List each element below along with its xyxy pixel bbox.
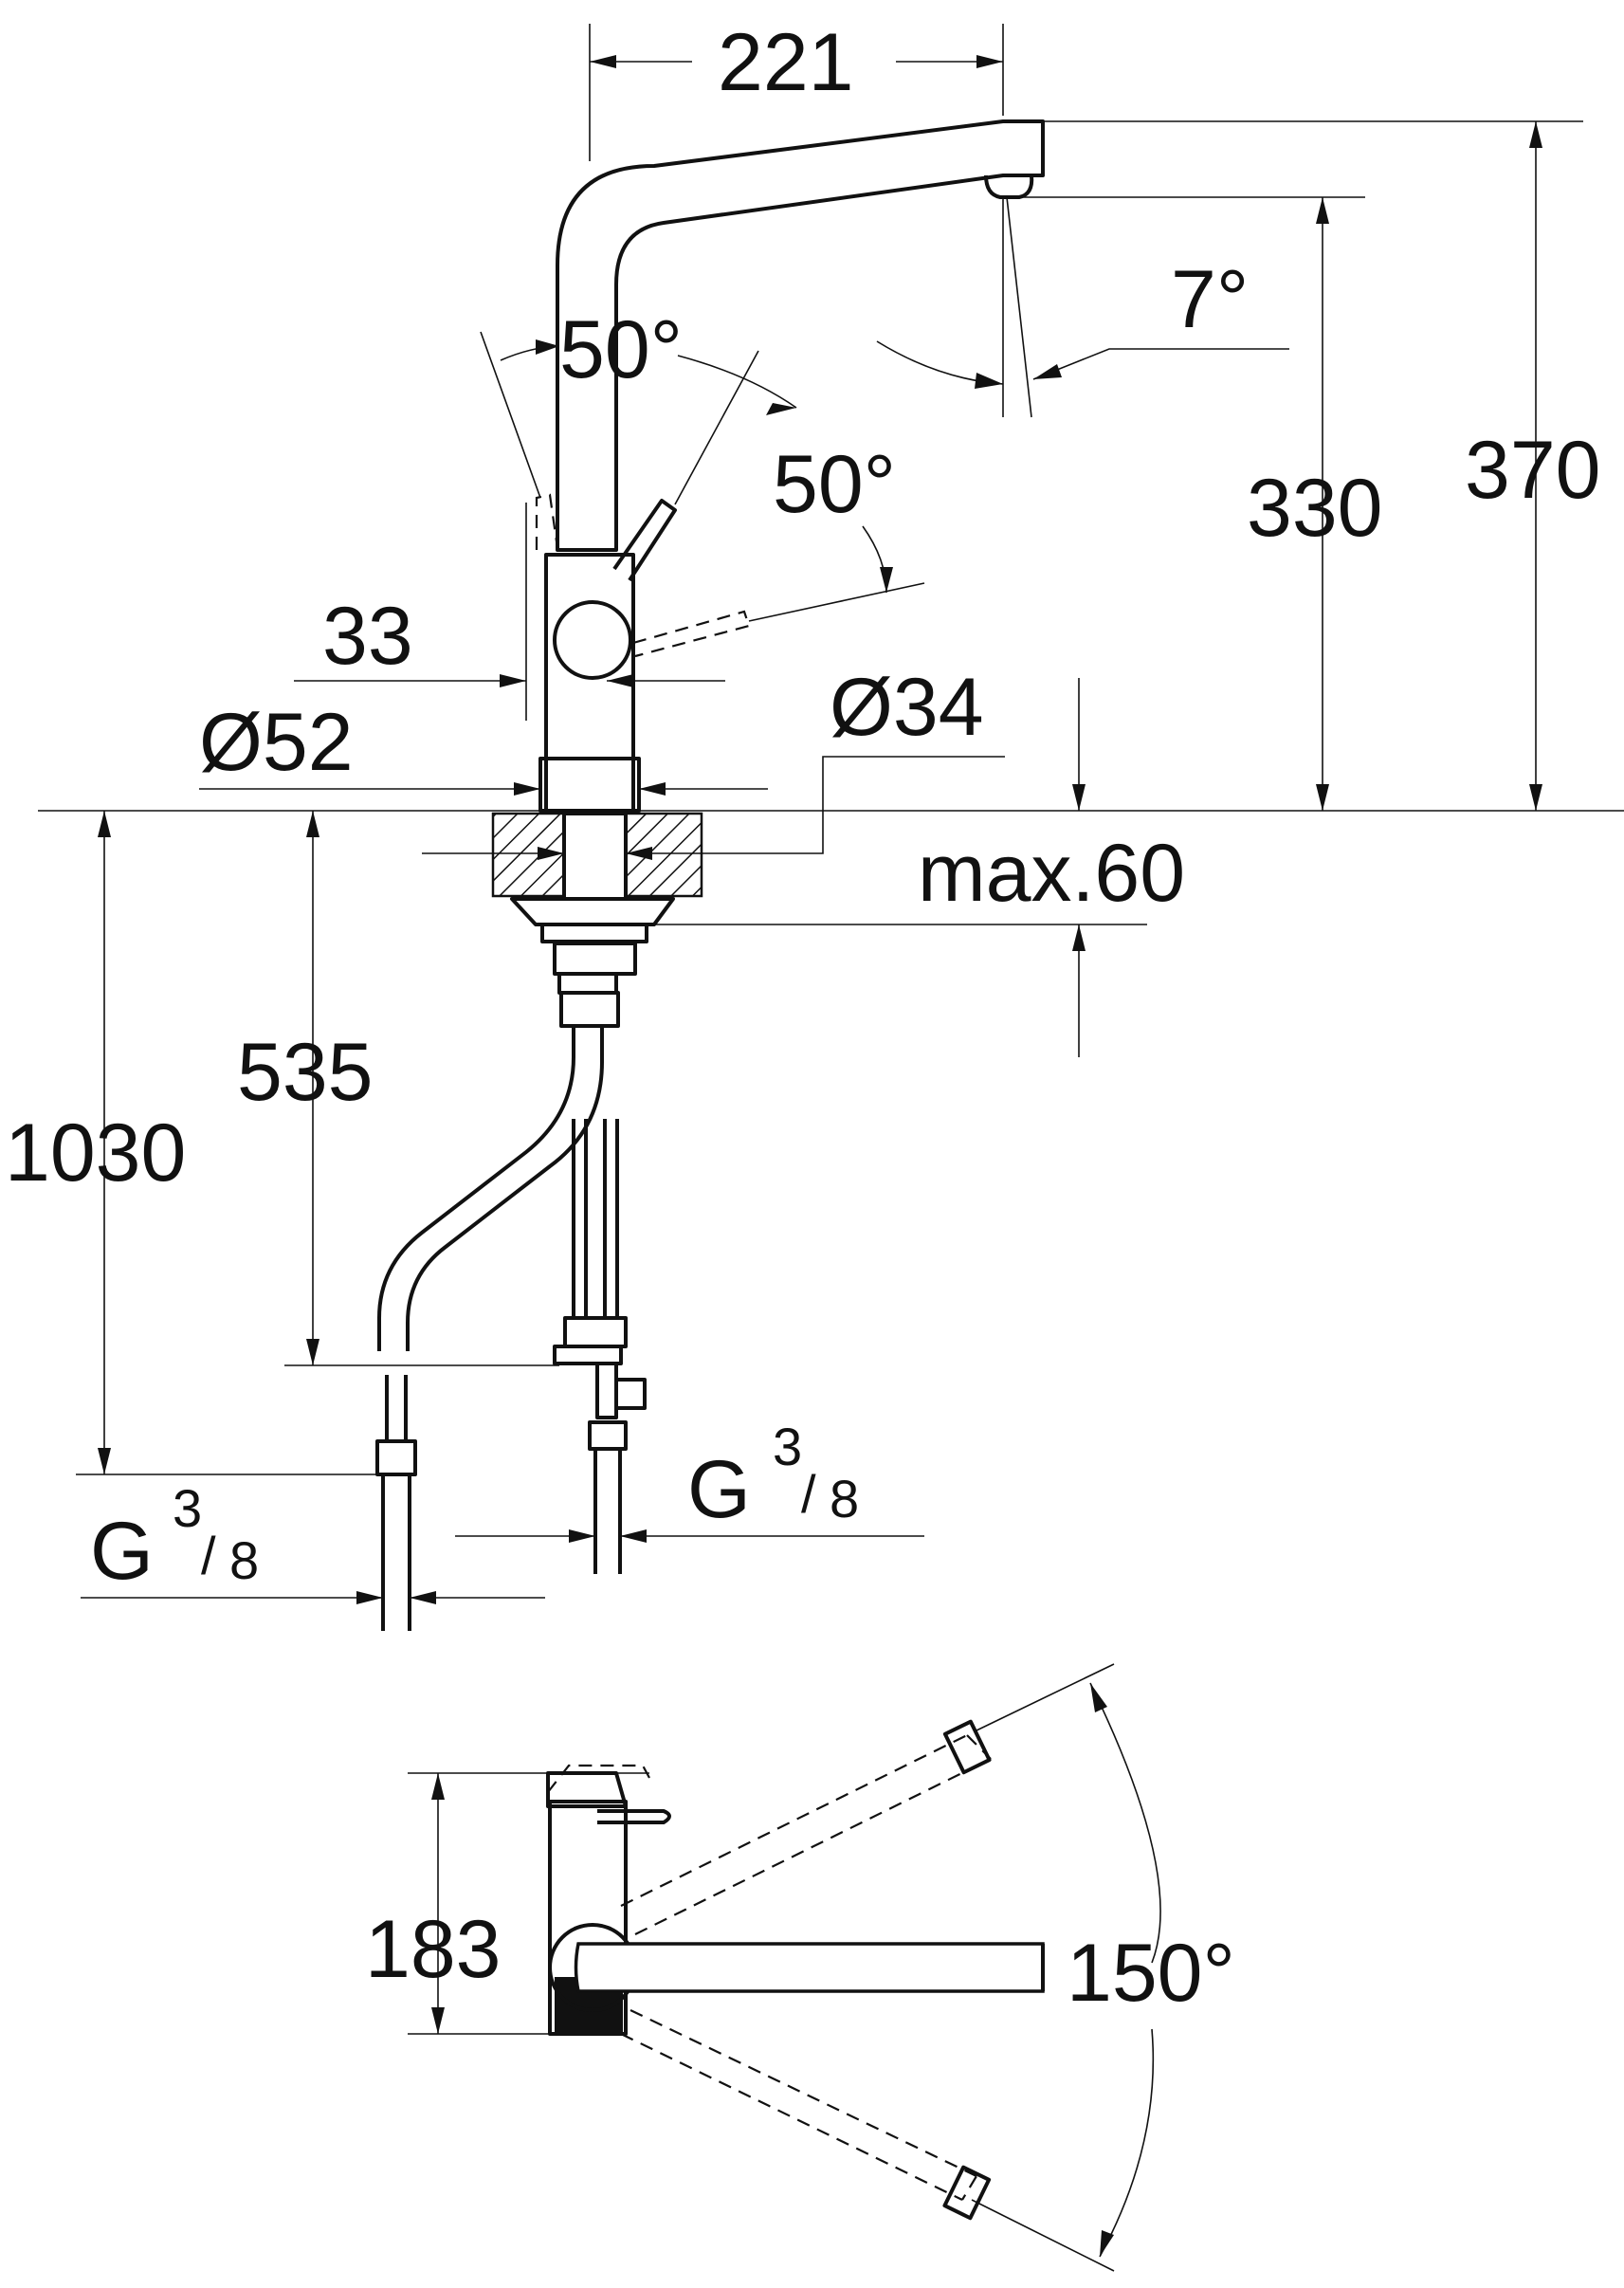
check-valve [595, 1365, 647, 1419]
dim-221-arrow-right [976, 55, 1003, 68]
dim-221-label: 221 [718, 17, 854, 108]
dim-150-arrow-top [1090, 1683, 1107, 1712]
dim-370-arrow-bottom [1529, 784, 1542, 811]
dim-60-arrow-bottom [1072, 924, 1086, 951]
top-spout-ghost-down-end [942, 2165, 992, 2221]
faucet-base [538, 757, 641, 813]
dim-150-ref-bottom [971, 2199, 1115, 2272]
dim-g38-left-arrow-left [356, 1591, 383, 1604]
dim-50b-ref-line [748, 582, 925, 622]
dim-33-label: 33 [322, 591, 413, 682]
connector [553, 942, 637, 976]
dim-535-arrow-bottom [306, 1339, 319, 1365]
top-lever-stub [597, 1809, 671, 1824]
top-spout-ghost-down [620, 2009, 977, 2201]
top-view: 183 150° [365, 1663, 1235, 2272]
dim-60-label: max.60 [918, 828, 1185, 919]
side-view: 221 370 330 7° 50° 50° [5, 17, 1624, 1631]
g38-right-label: G 3 / 8 [687, 1417, 859, 1535]
dim-535-arrow-top [306, 811, 319, 837]
dim-34-leader [626, 756, 1005, 854]
lever-ghost-down [632, 610, 751, 658]
lever-ghost-back [535, 493, 559, 550]
dim-g38-right-arrow-left [569, 1529, 595, 1543]
dim-1030-arrow-bottom [98, 1448, 111, 1474]
dim-60-arrow-top [1072, 784, 1086, 811]
dim-34-arrow-right [626, 847, 652, 860]
dim-7deg-leader [1032, 348, 1289, 380]
dim-221-arrow-left [590, 55, 616, 68]
lever [612, 499, 677, 582]
dim-50b-arc [862, 525, 887, 594]
dim-50a-arrow-right [766, 403, 796, 415]
valve-nut-right [588, 1420, 628, 1451]
spray-hose-inner [406, 1026, 604, 1351]
g38-left-denominator: 8 [229, 1530, 259, 1590]
dim-183-arrow-top [431, 1773, 445, 1800]
dim-g38-left-arrow-right [410, 1591, 436, 1604]
dim-50b-label: 50° [773, 439, 896, 530]
dim-7deg-arrow-left [975, 373, 1003, 389]
dim-150-ref-top [976, 1663, 1115, 1731]
dim-34-arrow-left [538, 847, 564, 860]
dim-7deg-arrow-right [1033, 364, 1062, 379]
lever-hub [553, 600, 632, 680]
dim-52-arrow-left [514, 782, 540, 796]
dim-52-arrow-right [639, 782, 666, 796]
supply-hose-fittings [563, 1316, 628, 1348]
connector-neck [557, 972, 618, 995]
g38-left-thread: G [90, 1506, 154, 1597]
top-spout [574, 1942, 1045, 1993]
dim-7deg-angled [1006, 196, 1032, 418]
supply-valve [553, 1345, 623, 1365]
dim-150-arc-top [1089, 1682, 1161, 1964]
dim-34-label: Ø34 [830, 662, 984, 753]
dim-7deg-label: 7° [1171, 254, 1249, 345]
hose-left-nut [375, 1439, 417, 1476]
g38-left-slash: / [201, 1526, 216, 1585]
top-spout-ghost-up-end [942, 1719, 992, 1775]
dim-1030-arrow-top [98, 811, 111, 837]
dim-150-arrow-bottom [1100, 2230, 1114, 2257]
dim-330-label: 330 [1247, 463, 1383, 554]
spout [556, 119, 1045, 552]
dim-g38-right-arrow-right [620, 1529, 647, 1543]
dim-535-label: 535 [237, 1027, 374, 1118]
top-spout-ghost-up [620, 1734, 992, 1935]
dim-50a-arrow-left [536, 339, 559, 355]
spray-hose [377, 1026, 575, 1351]
dim-50a-arc-right [677, 355, 797, 409]
dim-33-arrow-right [607, 674, 633, 687]
mounting-nut-lower [540, 923, 648, 943]
dim-33-arrow-left [500, 674, 526, 687]
g38-left-numerator: 3 [173, 1478, 202, 1538]
dim-370-label: 370 [1465, 425, 1601, 516]
dim-1030-label: 1030 [5, 1107, 186, 1199]
top-lever-ghost [547, 1764, 650, 1793]
mounting-nut [510, 897, 675, 926]
dim-52-label: Ø52 [199, 697, 354, 788]
dim-330-arrow-bottom [1316, 784, 1329, 811]
dim-150-label: 150° [1067, 1928, 1235, 2019]
g38-right-thread: G [687, 1444, 751, 1535]
dim-183-arrow-bottom [431, 2007, 445, 2034]
dim-183-label: 183 [365, 1904, 502, 1995]
dim-370-arrow-top [1529, 121, 1542, 148]
dim-50a-ref-line [480, 331, 541, 499]
g38-right-numerator: 3 [773, 1417, 802, 1476]
dim-150-arc-bottom [1099, 2028, 1155, 2258]
connector-lower [559, 991, 620, 1028]
g38-right-slash: / [801, 1464, 816, 1524]
dim-50a-label: 50° [559, 304, 683, 395]
dim-50a-ref-line-2 [674, 350, 759, 505]
g38-left-label: G 3 / 8 [90, 1478, 259, 1597]
dim-50b-arrow [880, 567, 893, 593]
shank [562, 812, 628, 901]
dim-330-arrow-top [1316, 197, 1329, 224]
g38-right-denominator: 8 [830, 1469, 859, 1528]
